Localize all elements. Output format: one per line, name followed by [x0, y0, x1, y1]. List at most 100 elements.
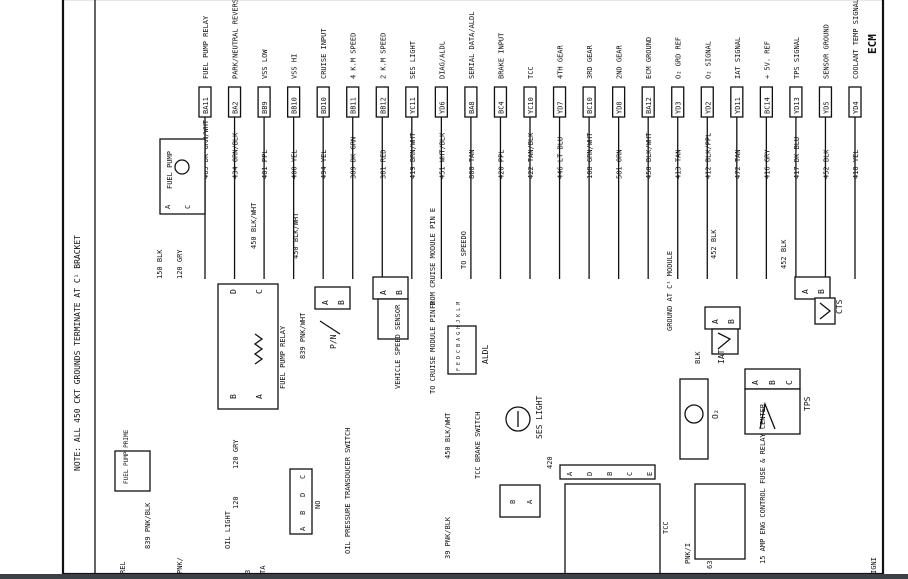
w450-ses-label: 450 BLK/WHT [444, 412, 452, 459]
ecm-wire-label: 422 TAN/BLK [527, 132, 535, 179]
tps-label: TPS [803, 396, 812, 411]
ecm-pin-id: BC14 [763, 97, 771, 114]
ecm-wire-label: 400 YEL [291, 149, 299, 179]
cts-term-a: A [801, 289, 810, 294]
pn-term-a: A [321, 300, 330, 305]
ecm-wire-label: 413 TAN [675, 149, 683, 179]
ecm-pin-id: YD6 [438, 101, 446, 114]
ses-light-label: SES LIGHT [535, 395, 544, 439]
ign-label: IGNI [870, 557, 878, 574]
ecm-pin-id: BA2 [232, 101, 240, 114]
ecm-wire-label: 401 PPL [261, 149, 269, 179]
pnk-b-label: PNK/ [176, 557, 184, 574]
ecm-pin-id: BB11 [350, 97, 358, 114]
cts-term-b: B [817, 289, 826, 294]
ground-module-label: GROUND AT C¹ MODULE [666, 251, 674, 331]
n63-label: 63 [706, 561, 714, 569]
fp-term-c: C [184, 205, 192, 209]
ecm-wire-label: 452 BLK [822, 149, 830, 179]
ecm-pin-id: BB9 [261, 101, 269, 114]
ecm-wire-label: 434 ORN/BLK [232, 132, 240, 179]
ecm-wire-label: 446 LT BLU [557, 137, 565, 179]
vss-term-b: B [395, 290, 404, 295]
brake-term-b: B [509, 500, 517, 504]
rel-label: REL [119, 561, 127, 574]
ecm-pin-id: BB12 [379, 97, 387, 114]
ecm-pin-id: YD5 [822, 101, 830, 114]
ecm-pin-label: VSS HI [291, 54, 299, 79]
trans-term-a: A [566, 471, 574, 476]
ecm-wire-label: 800 TAN [468, 149, 476, 179]
ecm-pin-label: BRAKE INPUT [497, 32, 505, 79]
o2-sensor: O₂ [679, 378, 720, 460]
oil-term-b: B [299, 511, 307, 515]
ecm-pin-group: COOLANT TEMP SIGNAL YD4 410 YEL SENSOR GROU… [198, 0, 862, 279]
relay-term-b: B [229, 394, 238, 399]
fp-term-a: A [164, 204, 172, 209]
park-neutral-switch: A B P/N [314, 286, 351, 349]
ecm-pin-label: SENSOR GROUND [822, 24, 830, 79]
ecm-pin-id: BA8 [468, 101, 476, 114]
fuel-pump-relay: D C B A FUEL PUMP RELAY [217, 283, 287, 410]
relay-term-c: C [255, 289, 264, 294]
n3-label: 3 [244, 570, 252, 574]
ecm-pin-label: VSS LOW [261, 49, 269, 79]
tps-term-a: A [751, 380, 760, 385]
ecm-pin-label: 2ND GEAR [616, 44, 624, 79]
fuel-pump: FUEL PUMP A C [159, 138, 206, 215]
vss-term-a: A [379, 290, 388, 295]
ecm-pin-label: 4TH GEAR [557, 44, 565, 79]
ecm-pin-id: BA12 [645, 97, 653, 114]
w839-label: 839 PNK/WHT [299, 312, 307, 359]
w450-pn-label: 450 BLK/WHT [292, 212, 300, 259]
ecm-wire-label: 419 BRN/WHT [409, 132, 417, 179]
ecm-pin-label: TPS SIGNAL [793, 37, 801, 79]
oil-light-label: OIL LIGHT [224, 510, 232, 549]
ecm-title: ECM [866, 34, 879, 54]
iat-label: IAT [717, 349, 726, 364]
ecm-pin-label: IAT SIGNAL [734, 37, 742, 79]
ecm-wire-label: 410 YEL [852, 149, 860, 179]
ecm-pin-label: SERIAL DATA/ALDL [468, 12, 476, 79]
fuel-pump-prime: FUEL PUMP PRIME [114, 429, 151, 492]
w450-relay-label: 450 BLK/WHT [250, 202, 258, 249]
ecm-pin-id: YC10 [527, 97, 535, 114]
ecm-pin-label: COOLANT TEMP SIGNAL [852, 0, 860, 79]
brake-term-a: A [526, 499, 534, 504]
ecm-pin-id: YD4 [852, 101, 860, 114]
no-label: NO [314, 501, 322, 509]
ecm-pin-label: CRUISE INPUT [320, 28, 328, 79]
ecm-pin-label: 4 K.M SPEED [350, 33, 358, 79]
to-cruise-label: TO CRUISE MODULE PIN D [429, 301, 437, 394]
from-cruise-label: FROM CRUISE MODULE PIN E [429, 208, 437, 309]
ecm-wire-label: 465 DK GRN/WHT [202, 119, 210, 179]
fuel-pump-prime-label: FUEL PUMP PRIME [123, 429, 130, 484]
ecm-wire-label: 108 GRN/WHT [586, 132, 594, 179]
iat-sensor: A B IAT [704, 306, 741, 364]
tcc-label: TCC [662, 521, 670, 534]
ecm-pin-label: 3RD GEAR [586, 44, 594, 79]
w839-low-label: 839 PNK/BLK [144, 502, 152, 549]
ecm-pin-label: DIAG/ALDL [438, 41, 446, 79]
ecm-wire-label: 381 RED [379, 149, 387, 179]
cts-sensor: A B CTS [794, 276, 844, 325]
trans-term-b: B [606, 472, 614, 476]
fuel-pump-relay-label: FUEL PUMP RELAY [279, 325, 287, 389]
blk-label: BLK [694, 351, 702, 364]
oil-term-c: C [299, 475, 307, 479]
w420-label: 420 [546, 456, 554, 469]
ecm-wire-label: 451 WHT/BLK [438, 132, 446, 179]
ecm-pin-id: YD13 [793, 97, 801, 114]
w39-label: 39 PNK/BLK [444, 516, 452, 559]
ta-label: TA [259, 565, 267, 574]
aldl-connector: F E D C B A G H J K L M ALDL [447, 302, 490, 375]
pn-label: P/N [329, 334, 338, 349]
w120-label: 120 GRY [176, 249, 184, 279]
oil-pressure-switch: C D B A OIL PRESSURE TRANSDUCER SWITCH N… [289, 428, 352, 554]
ecm-wire-label: 450 BLK/WHT [645, 132, 653, 179]
ecm-pin-id: BD10 [320, 97, 328, 114]
fuse-center-label: 15 AMP ENG CONTROL FUSE & RELAY CENTER [759, 403, 767, 564]
to-speedo-label: TO SPEEDO [460, 231, 468, 269]
ecm-pin-label: PARK/NEUTRAL REVERSE/DRIVE [232, 0, 240, 79]
